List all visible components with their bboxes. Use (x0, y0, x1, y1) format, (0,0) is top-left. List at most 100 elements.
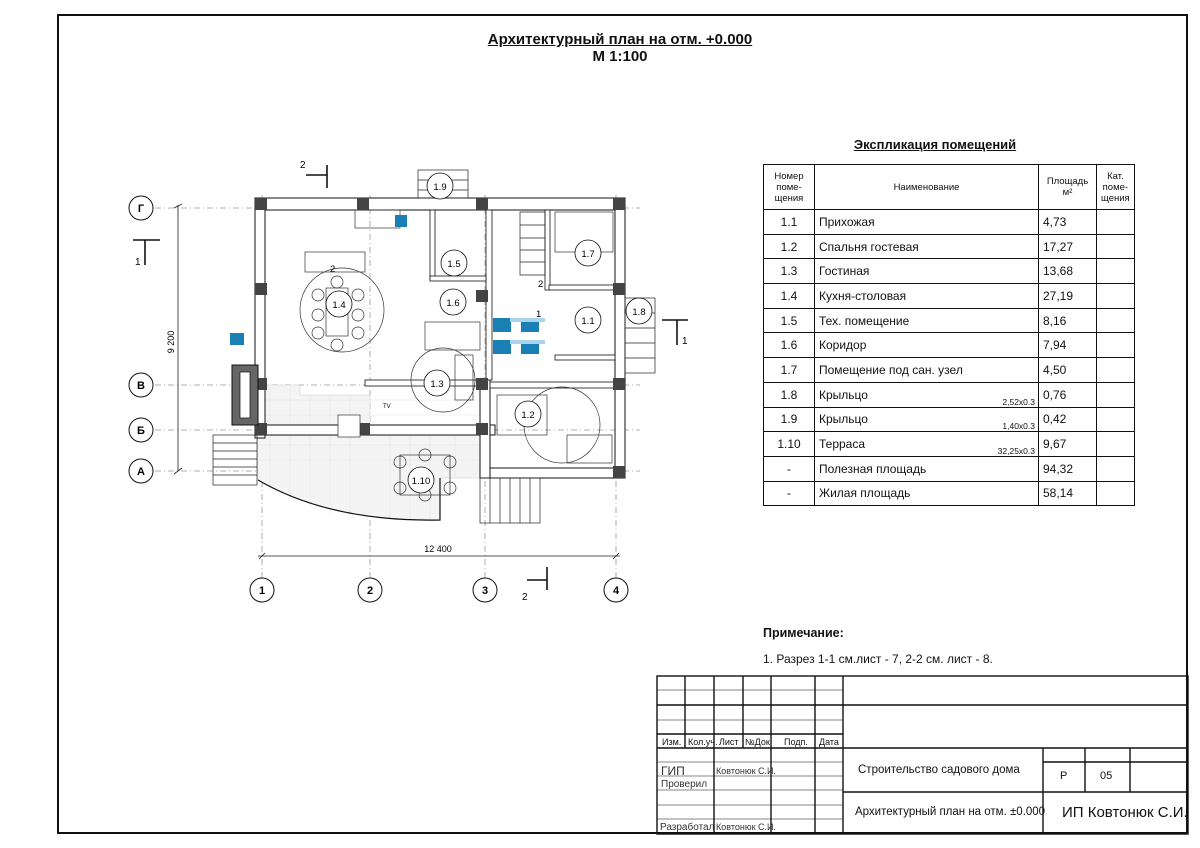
axis-letter-v: В (128, 372, 154, 398)
room-dim: 2,52x0.3 (1002, 396, 1035, 407)
header-cat: Кат. поме- щения (1096, 164, 1135, 210)
header-area: Площадь м² (1038, 164, 1097, 210)
room-area: 8,16 (1038, 307, 1097, 334)
tb-gip: ГИП (661, 764, 685, 778)
room-dim: 1,40x0.3 (1002, 421, 1035, 432)
header-name: Наименование (814, 164, 1039, 210)
svg-text:2: 2 (367, 585, 373, 597)
svg-text:1.3: 1.3 (430, 379, 443, 390)
room-name-text: Жилая площадь (819, 486, 911, 501)
utility-icons (395, 215, 539, 354)
tb-project: Строительство садового дома (858, 764, 1020, 776)
plan-small-labels: 2 1 2 TV (330, 264, 543, 410)
room-dim: 32,25x0.3 (997, 445, 1035, 456)
room-number: 1.9 (763, 406, 815, 433)
room-name-text: Прихожая (819, 214, 875, 229)
plan-scale: М 1:100 (592, 48, 648, 65)
room-area: 4,50 (1038, 357, 1097, 383)
axis-bubbles: Г В Б А 1 2 3 4 (128, 195, 629, 603)
svg-text:2: 2 (300, 160, 306, 171)
furniture (299, 209, 614, 502)
room-number: 1.10 (763, 431, 815, 457)
floor-plan: 9 200 12 400 (128, 160, 688, 603)
room-name-text: Крыльцо (819, 387, 868, 402)
room-category (1096, 332, 1135, 359)
tb-header-sign: Подп. (784, 737, 808, 747)
dimension-lines (173, 203, 620, 560)
room-area: 94,32 (1038, 455, 1097, 482)
room-category (1096, 431, 1135, 457)
room-area: 13,68 (1038, 258, 1097, 285)
room-area: 0,42 (1038, 406, 1097, 433)
explication-table: Номер поме- щения Наименование Площадь м… (763, 164, 1135, 507)
svg-text:1.4: 1.4 (332, 300, 345, 311)
svg-text:1.10: 1.10 (412, 476, 431, 487)
plan-title: Архитектурный план на отм. +0.000 (487, 31, 753, 48)
tb-header-list: Лист (719, 737, 739, 747)
room-area: 0,76 (1038, 381, 1097, 408)
room-name-text: Гостиная (819, 264, 870, 279)
room-name: Кухня-столовая (814, 283, 1039, 309)
tb-developed: Разработал (660, 822, 715, 833)
section-marks (133, 165, 688, 590)
svg-text:Б: Б (137, 425, 145, 437)
room-area: 9,67 (1038, 431, 1097, 457)
room-tag-1-8: 1.8 (625, 297, 653, 325)
room-name: Помещение под сан. узел (814, 357, 1039, 383)
svg-text:Г: Г (138, 203, 145, 215)
tb-header-izm: Изм. (662, 737, 682, 747)
room-tag-1-3: 1.3 (423, 369, 451, 397)
room-tags: 1.1 1.2 1.3 1.4 1.5 1.6 1.7 1.8 1.9 1.10 (325, 172, 653, 494)
room-category (1096, 480, 1135, 507)
room-number: - (763, 480, 815, 507)
room-name: Коридор (814, 332, 1039, 359)
room-tag-1-2: 1.2 (514, 400, 542, 428)
room-tag-1-9: 1.9 (426, 172, 454, 200)
room-category (1096, 307, 1135, 334)
axis-number-1: 1 (249, 577, 275, 603)
room-name: Спальня гостевая (814, 233, 1039, 260)
room-area: 27,19 (1038, 283, 1097, 309)
room-tag-1-7: 1.7 (574, 239, 602, 267)
explication-header-row: Номер поме- щения Наименование Площадь м… (763, 164, 1135, 210)
room-area: 17,27 (1038, 233, 1097, 260)
room-number: 1.4 (763, 283, 815, 309)
room-name-text: Спальня гостевая (819, 239, 919, 254)
interior-walls (364, 209, 616, 389)
dim-horizontal: 12 400 (424, 544, 452, 554)
svg-text:2: 2 (522, 592, 528, 603)
room-number: 1.2 (763, 233, 815, 260)
svg-text:TV: TV (383, 404, 391, 410)
room-category (1096, 357, 1135, 383)
svg-text:1.1: 1.1 (581, 316, 594, 327)
room-category (1096, 209, 1135, 235)
fire-icon (230, 333, 244, 345)
axis-letter-g: Г (128, 195, 154, 221)
note-title: Примечание: (763, 626, 844, 640)
svg-text:1: 1 (259, 585, 265, 597)
room-tag-1-1: 1.1 (574, 306, 602, 334)
room-name-text: Терраса (819, 437, 866, 452)
svg-text:1: 1 (682, 336, 688, 347)
room-number: 1.5 (763, 307, 815, 334)
room-tag-1-4: 1.4 (325, 290, 353, 318)
room-name-text: Крыльцо (819, 412, 868, 427)
svg-text:1: 1 (135, 257, 141, 268)
svg-text:1.7: 1.7 (581, 249, 594, 260)
svg-text:1.9: 1.9 (433, 182, 446, 193)
room-name: Гостиная (814, 258, 1039, 285)
room-name: Прихожая (814, 209, 1039, 235)
room-name-text: Полезная площадь (819, 461, 927, 476)
dim-vertical: 9 200 (166, 331, 176, 354)
tb-sheet: 05 (1100, 770, 1113, 782)
explication-row: 1.2 Спальня гостевая 17,27 (763, 233, 1135, 260)
drawing-frame (57, 14, 1188, 834)
axis-letter-a: А (128, 458, 154, 484)
explication-title: Экспликация помещений (853, 137, 1017, 152)
